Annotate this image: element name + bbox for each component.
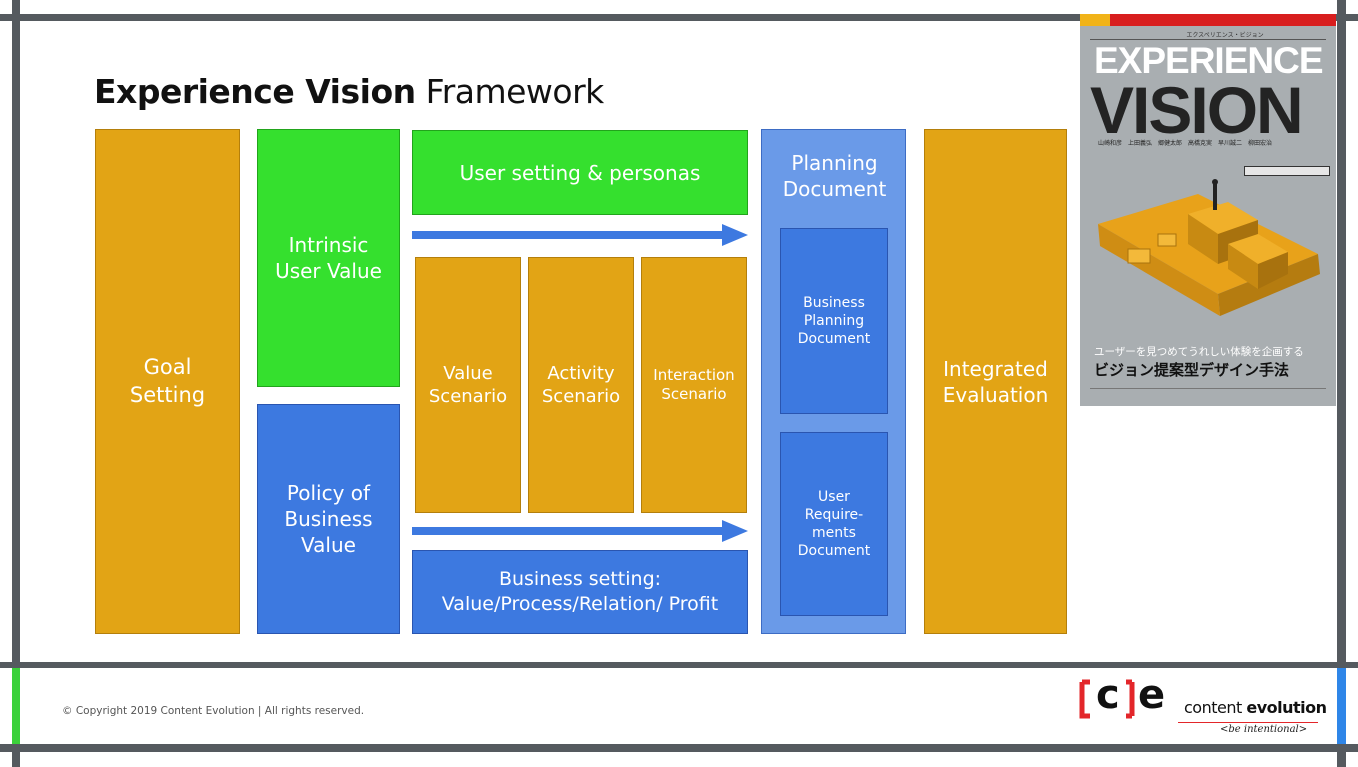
book-authors: 山崎和彦 上田義弘 郷健太郎 高橋克実 早川誠二 柳田宏治 (1098, 140, 1273, 147)
user-setting-box: User setting & personas (412, 130, 748, 215)
goal-setting-box: Goal Setting (95, 129, 240, 634)
bottom-arrow (412, 520, 748, 542)
footer-accent-blue (1337, 668, 1346, 744)
activity-scenario-box: Activity Scenario (528, 257, 634, 513)
planning-document-label: Planning Document (782, 151, 887, 201)
frame-bottom-line (0, 744, 1358, 752)
brand-name: content evolution (1184, 698, 1327, 717)
frame-top-line (0, 14, 1358, 21)
policy-business-value-box: Policy of Business Value (257, 404, 400, 634)
user-requirements-document-box: User Require- ments Document (780, 432, 888, 616)
footer-accent-green (12, 668, 20, 744)
book-tagline: ユーザーを見つめてうれしい体験を企画する (1094, 346, 1304, 358)
brand-tagline-rule (1178, 722, 1318, 723)
book-title-experience: EXPERIENCE (1094, 40, 1324, 81)
book-title-vision: VISION (1090, 73, 1304, 147)
book-color-bar-red (1110, 14, 1336, 26)
frame-right-line (1337, 0, 1346, 767)
book-illustration (1098, 179, 1320, 316)
book-cover-image: エクスペリエンス・ビジョン EXPERIENCE VISION 山崎和彦 上田義… (1080, 14, 1336, 406)
brand-tagline: <be intentional> (1220, 724, 1308, 735)
frame-left-line (12, 0, 20, 767)
copyright-text: © Copyright 2019 Content Evolution | All… (62, 705, 365, 717)
ce-logo-e: e (1138, 672, 1166, 718)
page-title: Experience Vision Framework (94, 72, 604, 111)
book-color-bar-yellow (1080, 14, 1110, 26)
top-arrow (412, 224, 748, 246)
book-badge (1244, 166, 1330, 176)
intrinsic-user-value-box: Intrinsic User Value (257, 129, 400, 387)
book-small-title: エクスペリエンス・ビジョン (1186, 32, 1264, 39)
business-setting-box: Business setting: Value/Process/Relation… (412, 550, 748, 634)
ce-logo-c: c (1096, 672, 1120, 718)
ce-logo-mark (1079, 679, 1135, 719)
book-subtitle: ビジョン提案型デザイン手法 (1094, 361, 1290, 379)
book-rule-top (1090, 39, 1326, 40)
book-rule-bottom (1090, 388, 1326, 389)
value-scenario-box: Value Scenario (415, 257, 521, 513)
content-evolution-logo: c e content evolution <be intentional> (1078, 672, 1328, 740)
interaction-scenario-box: Interaction Scenario (641, 257, 747, 513)
business-planning-document-box: Business Planning Document (780, 228, 888, 414)
integrated-evaluation-box: Integrated Evaluation (924, 129, 1067, 634)
frame-footer-line-top (0, 662, 1358, 668)
